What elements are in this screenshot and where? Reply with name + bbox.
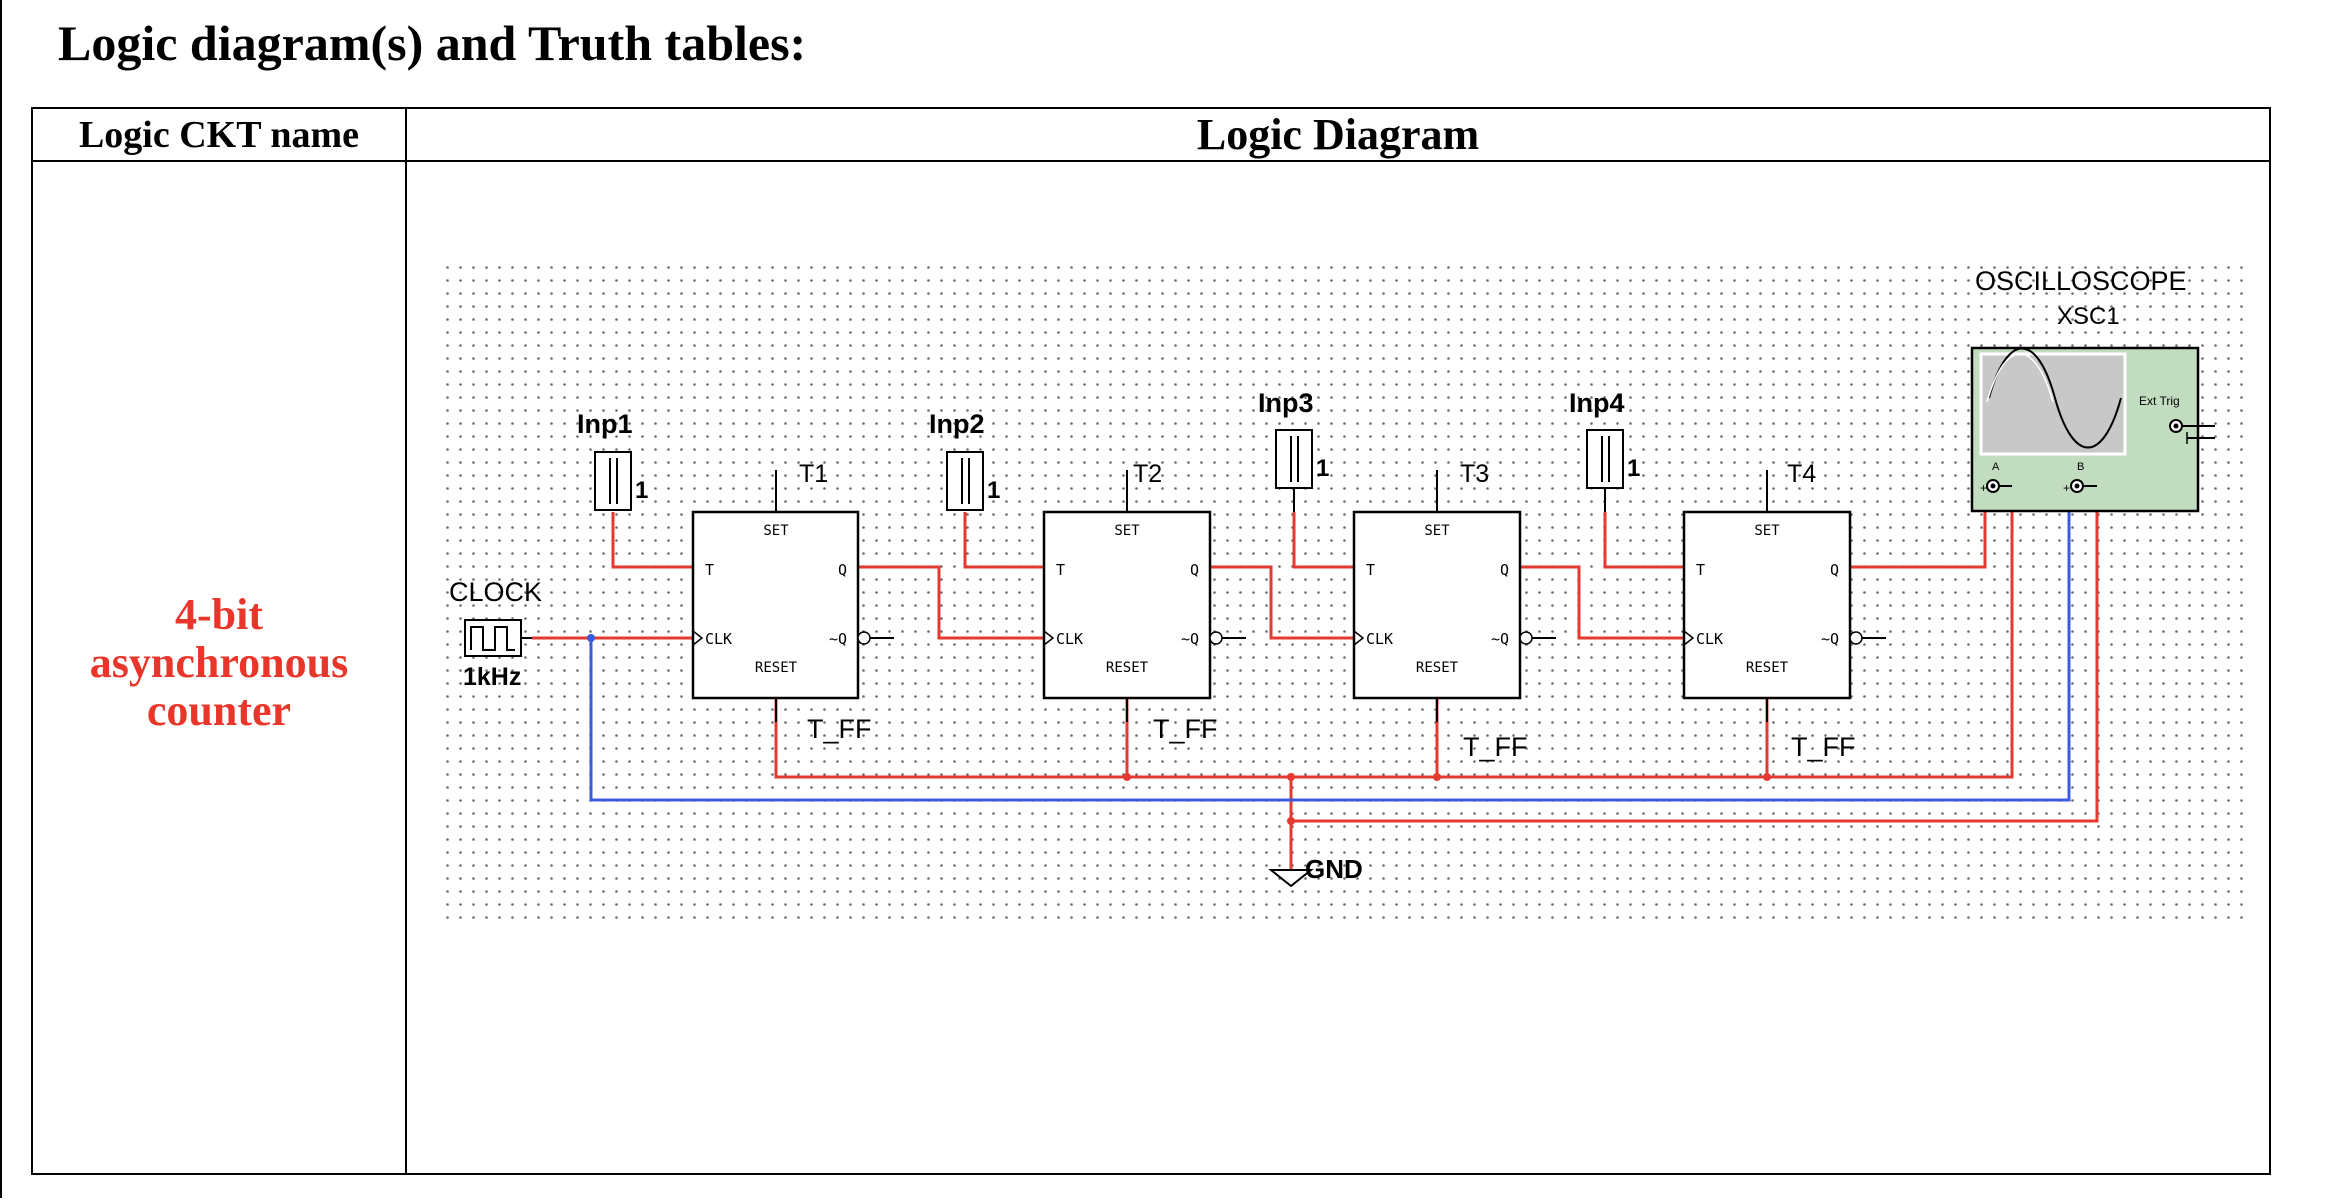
oscilloscope-ref: XSC1	[2057, 303, 2120, 330]
pin-clk-label: CLK	[1696, 630, 1723, 648]
junction-dot	[587, 634, 595, 642]
clock-frequency: 1kHz	[463, 663, 521, 691]
pin-qn-label: ~Q	[829, 630, 847, 648]
switch-icon	[594, 451, 632, 511]
pin-t-label: T	[1696, 561, 1705, 579]
logic-diagram-cell: CLOCK 1kHz Inp1 1 Inp2	[405, 160, 2271, 1175]
pin-set-label: SET	[1754, 523, 1780, 539]
ground-icon	[1268, 869, 1314, 888]
pin-reset-label: RESET	[1416, 660, 1459, 676]
input-value: 1	[987, 477, 1000, 504]
blue-wire	[589, 492, 2071, 802]
pin-set-label: SET	[1424, 523, 1450, 539]
oscilloscope-title: OSCILLOSCOPE	[1975, 266, 2187, 296]
pin-t-label: T	[1366, 561, 1375, 579]
switch-icon	[1275, 429, 1313, 489]
pin-set-label: SET	[763, 523, 789, 539]
ckt-name-cell: 4-bit asynchronous counter	[31, 160, 407, 1175]
channel-b-label: B	[2077, 461, 2084, 473]
pin-reset-label: RESET	[1106, 660, 1149, 676]
pin-clk-label: CLK	[1056, 630, 1083, 648]
input-value: 1	[635, 477, 648, 504]
input-label: Inp4	[1569, 388, 1625, 418]
ckt-name-line-3: counter	[146, 685, 292, 735]
clock-label: CLOCK	[449, 577, 542, 607]
sine-wave-icon	[1988, 347, 2122, 449]
red-wires	[532, 490, 2099, 870]
flipflop-part: T_FF	[1463, 732, 1528, 762]
clock-source: CLOCK 1kHz	[449, 577, 542, 691]
flipflop-t1: T1 SET T Q CLK ~Q RESET T_FF	[691, 460, 894, 744]
pin-reset-label: RESET	[1746, 660, 1789, 676]
pin-t-label: T	[705, 561, 714, 579]
pin-clk-label: CLK	[705, 630, 732, 648]
ground-label: GND	[1305, 854, 1363, 884]
input-label: Inp1	[577, 409, 633, 439]
circuit-schematic: CLOCK 1kHz Inp1 1 Inp2	[444, 262, 2244, 920]
pin-qn-label: ~Q	[1491, 630, 1509, 648]
oscilloscope-screen	[1979, 352, 2127, 456]
input-inp2: Inp2 1	[929, 409, 1000, 511]
page-title: Logic diagram(s) and Truth tables:	[58, 15, 807, 71]
input-label: Inp3	[1258, 388, 1314, 418]
flipflop-part: T_FF	[1791, 732, 1856, 762]
pin-set-label: SET	[1114, 523, 1140, 539]
input-label: Inp2	[929, 409, 985, 439]
pin-q-label: Q	[1830, 561, 1839, 579]
flipflop-t4: T4 SET T Q CLK ~Q RESET T_FF	[1682, 460, 1886, 762]
flipflop-ref: T1	[799, 460, 828, 488]
input-value: 1	[1316, 455, 1329, 482]
input-inp1: Inp1 1	[577, 409, 648, 511]
pin-q-label: Q	[1190, 561, 1199, 579]
column-header-logic-diagram: Logic Diagram	[405, 107, 2271, 162]
pin-reset-label: RESET	[755, 660, 798, 676]
channel-a-label: A	[1992, 461, 2000, 473]
oscilloscope: OSCILLOSCOPE XSC1 Ext Trig A B	[1970, 266, 2215, 513]
flipflop-part: T_FF	[807, 714, 872, 744]
logic-table: Logic CKT name Logic Diagram 4-bit async…	[31, 107, 2271, 1175]
ground-symbol: GND	[1268, 854, 1363, 888]
input-inp3: Inp3 1	[1258, 388, 1329, 512]
ext-trig-label: Ext Trig	[2139, 394, 2180, 408]
pin-t-label: T	[1056, 561, 1065, 579]
junction-dots	[1123, 773, 1771, 825]
table-row: 4-bit asynchronous counter	[31, 160, 2271, 1175]
flipflop-part: T_FF	[1153, 714, 1218, 744]
input-value: 1	[1627, 455, 1640, 482]
flipflop-ref: T4	[1787, 460, 1816, 488]
ckt-name-line-2: asynchronous	[89, 637, 349, 687]
switch-icon	[1586, 429, 1624, 489]
column-header-ckt-name: Logic CKT name	[31, 107, 407, 162]
svg-text:+: +	[1980, 481, 1987, 495]
switch-icon	[946, 451, 984, 511]
table-header-row: Logic CKT name Logic Diagram	[31, 107, 2271, 162]
reset-pin-stubs	[775, 698, 1768, 722]
pin-qn-label: ~Q	[1821, 630, 1839, 648]
pin-q-label: Q	[1500, 561, 1509, 579]
svg-text:+: +	[2063, 481, 2070, 495]
flipflop-ref: T2	[1133, 460, 1162, 488]
pin-qn-label: ~Q	[1181, 630, 1199, 648]
flipflop-ref: T3	[1460, 460, 1489, 488]
input-inp4: Inp4 1	[1569, 388, 1640, 512]
flipflop-t2: T2 SET T Q CLK ~Q RESET T_FF	[1042, 460, 1246, 744]
ckt-name-line-1: 4-bit	[175, 589, 263, 639]
pin-clk-label: CLK	[1366, 630, 1393, 648]
pin-q-label: Q	[838, 561, 847, 579]
